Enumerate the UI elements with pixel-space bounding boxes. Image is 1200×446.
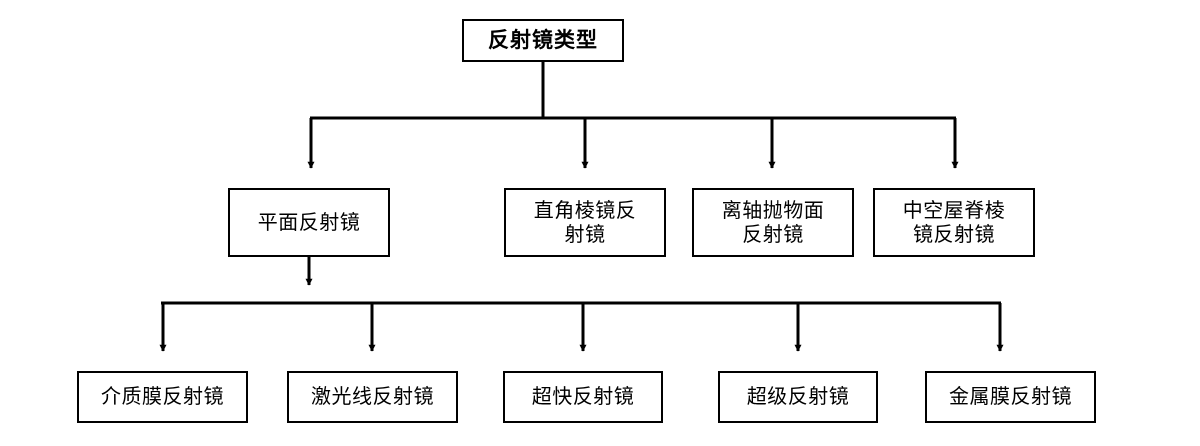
node-off-axis-parabolic-mirror[interactable]: 离轴抛物面 反射镜 xyxy=(692,188,854,257)
node-hollow-roof-prism-mirror[interactable]: 中空屋脊棱 镜反射镜 xyxy=(873,188,1035,257)
node-dielectric-film-mirror[interactable]: 介质膜反射镜 xyxy=(77,371,248,423)
node-ultrafast-mirror[interactable]: 超快反射镜 xyxy=(503,371,663,423)
node-super-mirror[interactable]: 超级反射镜 xyxy=(718,371,878,423)
node-laser-line-mirror[interactable]: 激光线反射镜 xyxy=(287,371,458,423)
node-plane-mirror[interactable]: 平面反射镜 xyxy=(228,188,390,257)
node-root-mirror-types[interactable]: 反射镜类型 xyxy=(462,19,624,62)
node-metallic-film-mirror[interactable]: 金属膜反射镜 xyxy=(925,371,1096,423)
node-right-angle-prism-mirror[interactable]: 直角棱镜反 射镜 xyxy=(504,188,666,257)
